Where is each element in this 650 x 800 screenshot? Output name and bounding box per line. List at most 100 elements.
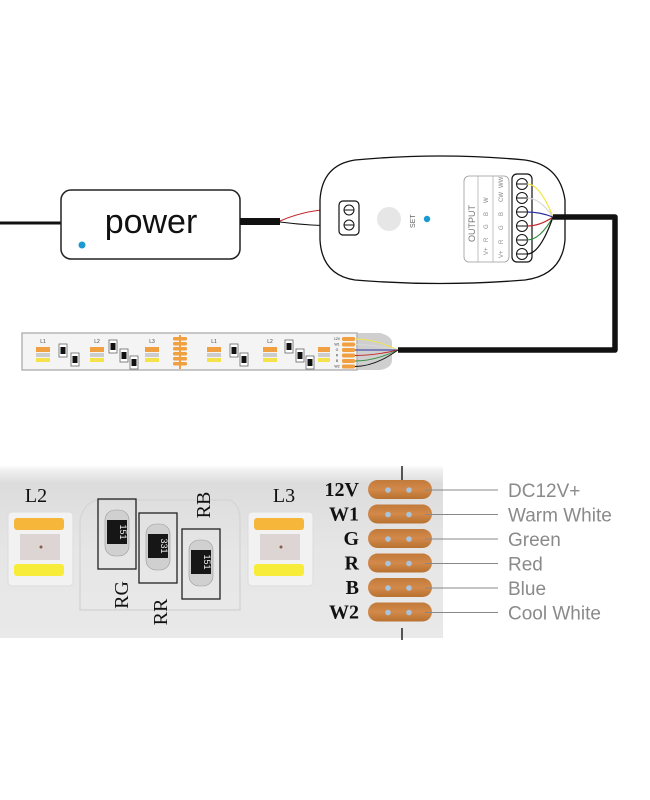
small-led-label: L1	[40, 339, 46, 345]
led-rgb-segment	[145, 353, 159, 357]
power-label: power	[105, 203, 198, 241]
end-pad	[342, 342, 355, 347]
via-icon	[406, 560, 412, 567]
resistor-top	[191, 550, 211, 574]
via-icon	[406, 511, 412, 518]
via-icon	[406, 536, 412, 542]
via-icon	[385, 609, 391, 616]
solder-pad	[368, 553, 432, 573]
via-icon	[406, 609, 412, 616]
small-pad-label: W2	[334, 365, 339, 369]
detail-pad: W1	[329, 504, 432, 526]
controller-wire	[526, 216, 554, 227]
via-icon	[385, 511, 391, 518]
resistor-code: 151	[202, 554, 212, 569]
output-row2-label: R	[499, 239, 505, 244]
strip-wire	[354, 338, 399, 351]
resistor-silk-label: RG	[111, 581, 133, 609]
resistor-top	[107, 520, 127, 544]
detail-pad: G	[343, 528, 432, 550]
solder-pad	[368, 480, 432, 499]
output-row2-label: WW	[499, 176, 505, 188]
detail-led-label: L3	[273, 485, 295, 507]
controller-wire	[526, 216, 554, 255]
strip-wire	[354, 349, 399, 362]
via-icon	[406, 487, 412, 493]
resistor-outline	[181, 528, 221, 600]
output-row1-label: B	[484, 212, 490, 216]
small-pad-label: 12V	[334, 337, 341, 341]
small-pad-label: B	[336, 359, 339, 363]
detail-led-label: L2	[25, 485, 47, 507]
small-led-label: L2	[94, 339, 100, 345]
strip-wire	[354, 344, 399, 351]
output-terminal-screws	[516, 178, 528, 260]
output-row1-label: R	[484, 237, 490, 242]
output-row2-label: B	[499, 212, 505, 216]
via-icon	[385, 585, 391, 591]
detail-resistor: 151 RB	[181, 492, 221, 600]
led-cool-segment	[263, 358, 277, 362]
led-warm-segment	[145, 347, 159, 352]
via-icon	[385, 560, 391, 567]
pad-callout: Cool White	[425, 604, 601, 625]
pad-function-label: Green	[508, 530, 561, 551]
detail-pad: 12V	[325, 479, 432, 501]
pad-function-label: Red	[508, 555, 543, 576]
set-label: SET	[410, 214, 417, 228]
resistor-code: 151	[118, 524, 128, 539]
via-icon	[385, 487, 391, 493]
led-cool-segment	[207, 358, 221, 362]
led-warm-segment	[263, 347, 277, 352]
detail-led: L2	[7, 485, 74, 587]
led-cool-white-die	[14, 564, 64, 576]
led-rgb-segment	[263, 353, 277, 357]
detail-pad: B	[346, 577, 432, 599]
output-row2-label: V+	[499, 250, 505, 258]
resistor-silk-label: RB	[193, 492, 215, 519]
pad-callout: Blue	[425, 579, 546, 600]
end-pad	[342, 337, 355, 341]
led-warm-white-die	[14, 518, 64, 530]
pad-silk-label: R	[345, 553, 360, 575]
strip-wire	[354, 349, 399, 356]
led-cool-segment	[36, 358, 50, 362]
resistor-top	[148, 534, 168, 558]
pad-silk-label: G	[343, 528, 359, 550]
end-pad	[342, 359, 355, 363]
small-led-label: L3	[149, 339, 155, 345]
small-pad-label: R	[336, 354, 339, 358]
power-indicator-icon	[78, 241, 86, 249]
output-row1-label: W	[484, 197, 490, 203]
led-warm-segment	[36, 347, 50, 352]
pad-function-label: Blue	[508, 579, 546, 600]
pad-silk-label: W1	[329, 504, 359, 526]
small-pad-label: W1	[334, 343, 339, 347]
led-rgb-segment	[90, 353, 104, 357]
output-row2-label: CW	[499, 192, 505, 202]
detail-strip-leds: L2 L3	[7, 485, 314, 587]
detail-pad: W2	[329, 602, 432, 624]
output-row1-label: G	[484, 224, 490, 229]
output-label-panel	[463, 175, 510, 263]
controller-output-wires	[526, 183, 554, 255]
pad-function-label: DC12V+	[508, 481, 580, 502]
output-row1-label: V+	[484, 247, 490, 255]
end-pad	[342, 353, 355, 358]
detail-led: L3	[247, 485, 314, 587]
small-pad-label: G	[336, 348, 339, 352]
controller-wire	[526, 211, 554, 218]
pad-callout: Green	[425, 530, 561, 551]
resistor-code: 331	[159, 538, 169, 553]
set-button[interactable]	[377, 207, 401, 231]
pad-silk-label: 12V	[325, 479, 360, 501]
